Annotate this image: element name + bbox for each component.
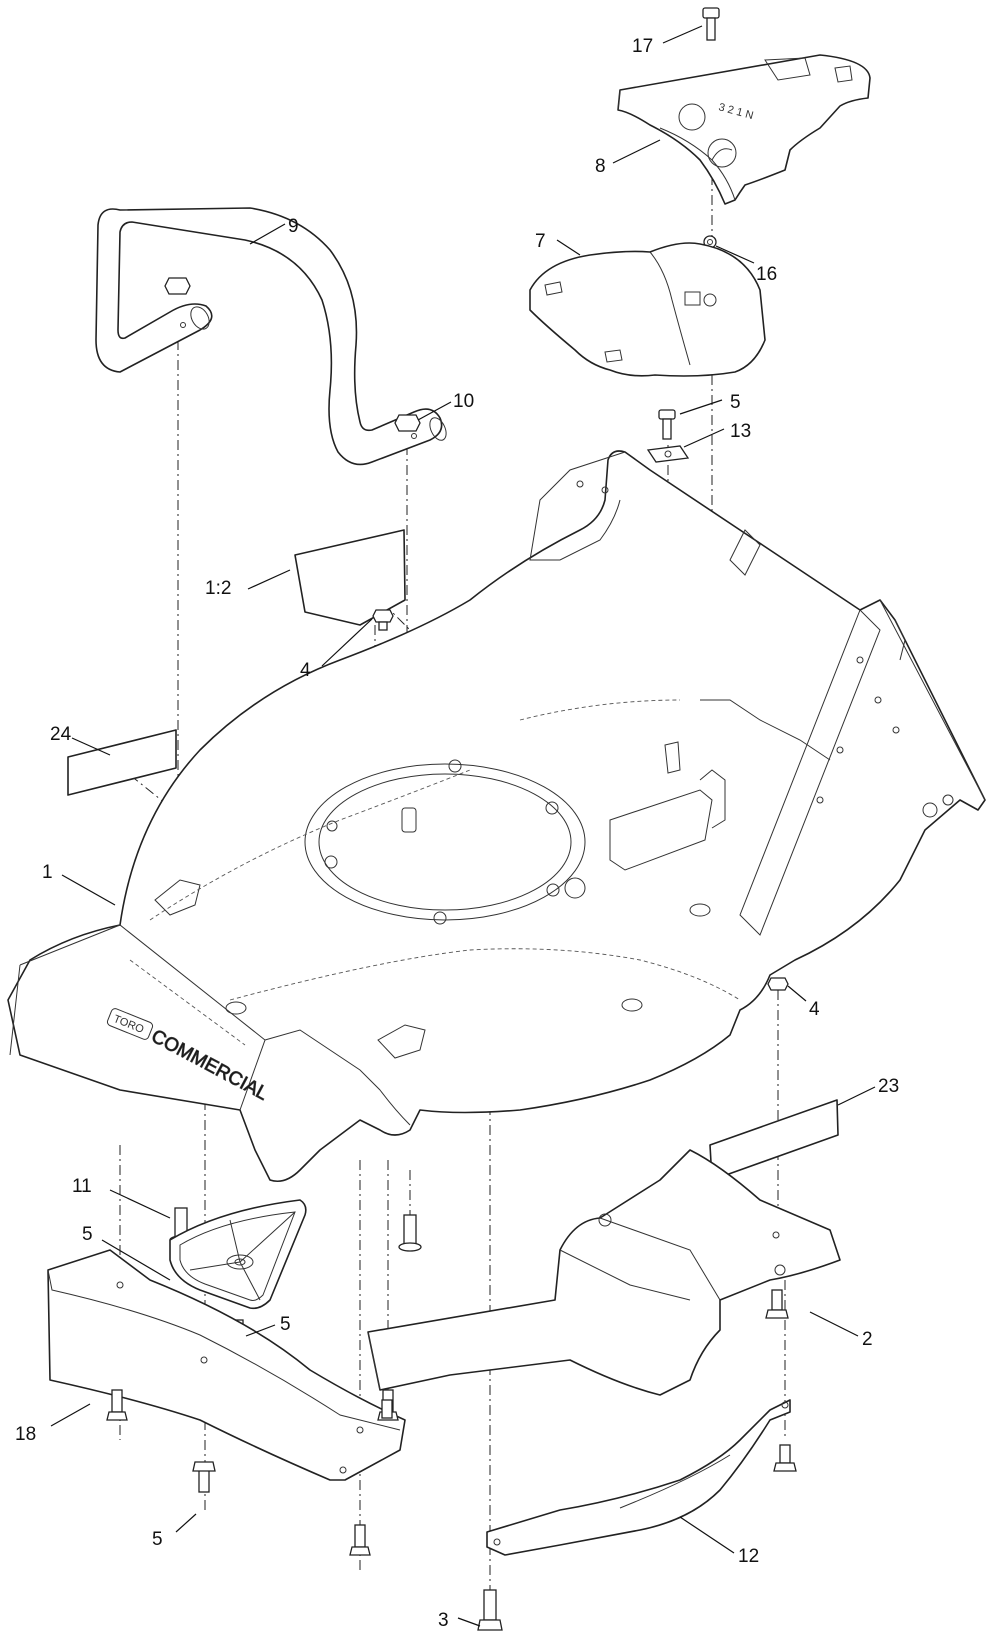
bolt-12-right xyxy=(773,1444,797,1472)
callout-8: 8 xyxy=(595,156,606,177)
callout-3: 3 xyxy=(438,1610,449,1631)
nut-4-upper xyxy=(372,609,394,631)
leader-lines xyxy=(50,25,876,1627)
callout-17: 17 xyxy=(632,36,653,57)
callout-5-upper: 5 xyxy=(730,392,741,413)
callout-7: 7 xyxy=(535,231,546,252)
nut-10 xyxy=(394,414,421,432)
callout-5-baffle: 5 xyxy=(82,1224,93,1245)
callout-11: 11 xyxy=(72,1176,92,1197)
callout-23: 23 xyxy=(878,1076,899,1097)
nut-4-right xyxy=(767,977,789,991)
callout-10: 10 xyxy=(453,391,474,412)
callout-12: 12 xyxy=(738,1546,759,1567)
callout-13: 13 xyxy=(730,421,751,442)
part-18-front-baffle xyxy=(47,1249,406,1481)
bolt-2 xyxy=(765,1289,789,1319)
bolt-3 xyxy=(477,1589,503,1631)
callout-16: 16 xyxy=(756,264,777,285)
part-12-plate xyxy=(486,1399,791,1556)
part-8-shift-cover: 3 2 1 N xyxy=(617,54,871,205)
callout-18: 18 xyxy=(15,1424,36,1445)
callout-4-right: 4 xyxy=(809,999,820,1020)
callout-2: 2 xyxy=(862,1329,873,1350)
part-2-rear-baffle xyxy=(367,1149,841,1396)
plate-13 xyxy=(646,445,690,463)
callout-9: 9 xyxy=(288,216,299,237)
callout-24: 24 xyxy=(50,724,72,745)
part-9-handle xyxy=(95,207,447,466)
bolt-17 xyxy=(702,7,720,41)
part-5-baffle xyxy=(169,1199,307,1310)
part-7-control-cover xyxy=(529,242,766,377)
callout-1: 1 xyxy=(42,862,53,883)
part-1-deck: TORO COMMERCIAL xyxy=(7,450,986,1183)
callout-5-lower: 5 xyxy=(152,1529,163,1550)
bolt-2-left xyxy=(381,1399,393,1419)
callout-5-right: 5 xyxy=(280,1314,291,1335)
nut-handle-left xyxy=(164,277,191,295)
callout-1-2: 1:2 xyxy=(205,578,231,599)
bolt-5-upper xyxy=(658,409,676,440)
decal-23 xyxy=(709,1099,839,1181)
callout-4-upper: 4 xyxy=(300,660,311,681)
decal-24 xyxy=(67,729,177,796)
callout-labels: 17 8 9 7 16 10 5 13 1:2 4 24 1 4 23 11 5… xyxy=(15,36,899,1631)
